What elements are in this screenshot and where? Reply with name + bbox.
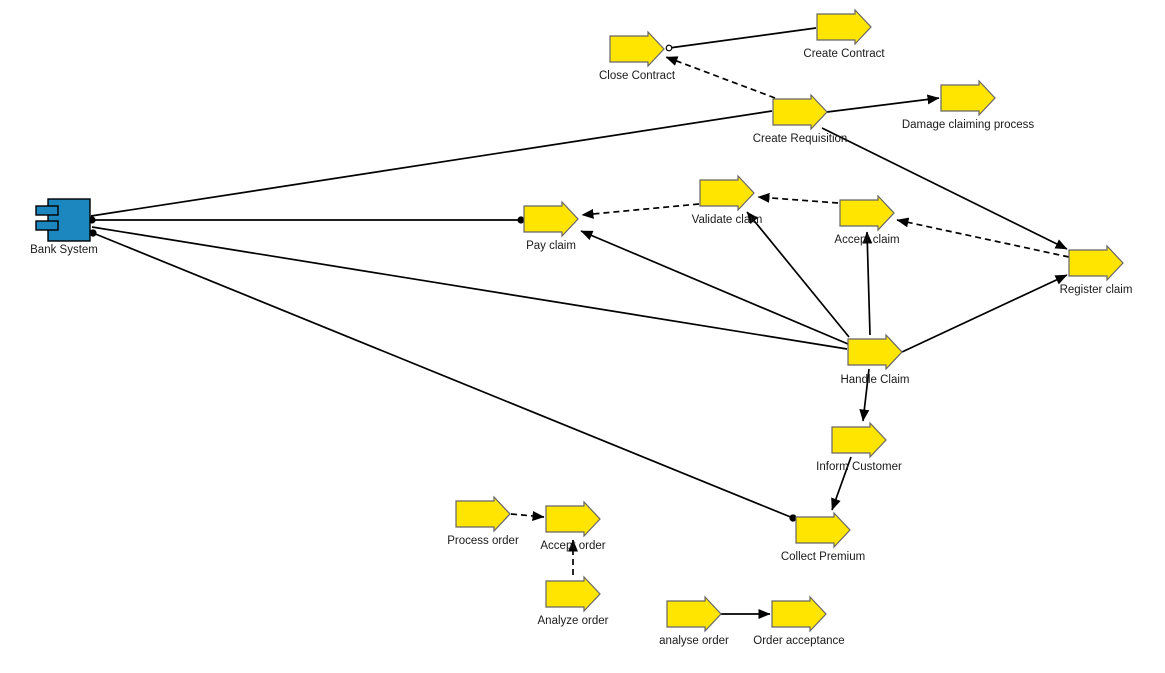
node-label-handle-claim: Handle Claim [840,374,909,386]
process-arrow-shape[interactable] [545,575,601,613]
edge-handle-claim-to-inform-customer[interactable] [859,368,870,422]
node-label-validate-claim: Validate claim [692,214,763,226]
component-tab-bottom [35,220,59,231]
edge-handle-claim-to-accept-claim[interactable] [862,231,873,336]
process-node-order-acceptance[interactable]: Order acceptance [753,595,845,647]
node-label-inform-customer: Inform Customer [816,461,902,473]
node-label-create-contract: Create Contract [803,48,885,60]
node-label-damage-claiming-process: Damage claiming process [902,119,1035,131]
edge-create-requisition-to-close-contract[interactable] [665,56,776,99]
process-arrow-shape[interactable] [523,200,579,238]
edge-create-requisition-to-register-claim[interactable] [821,127,1068,250]
node-label-accept-order: Accept order [540,540,605,552]
edge-inform-customer-to-collect-premium[interactable] [831,456,852,511]
process-arrow-shape[interactable] [545,500,601,538]
process-node-inform-customer[interactable]: Inform Customer [816,421,902,473]
node-label-order-acceptance: Order acceptance [753,635,844,647]
process-node-pay-claim[interactable]: Pay claim [523,200,579,252]
process-node-register-claim[interactable]: Register claim [1060,244,1133,296]
edge-handle-claim-to-register-claim[interactable] [901,274,1068,353]
node-label-create-requisition: Create Requisition [753,133,848,145]
node-layer: Bank System Create Contract Close Contra… [30,8,1133,647]
node-label-close-contract: Close Contract [599,70,676,82]
process-arrow-shape[interactable] [609,30,665,68]
process-arrow-shape[interactable] [839,194,895,232]
process-arrow-shape[interactable] [771,595,827,633]
node-label-bank-system: Bank System [30,244,98,256]
component-node-bank-system[interactable]: Bank System [30,198,98,256]
process-arrow-shape[interactable] [940,79,996,117]
process-node-accept-claim[interactable]: Accept claim [834,194,900,246]
node-label-process-order: Process order [447,535,519,547]
node-label-register-claim: Register claim [1060,284,1133,296]
process-arrow-shape[interactable] [847,333,903,371]
process-arrow-shape[interactable] [699,174,755,212]
process-arrow-shape[interactable] [1068,244,1124,282]
process-node-accept-order[interactable]: Accept order [540,500,606,552]
node-label-analyse-order: analyse order [659,635,729,647]
edge-create-requisition-to-damage-claiming-process[interactable] [826,94,940,113]
edge-bank-system-to-handle-claim[interactable] [91,226,848,350]
process-arrow-shape[interactable] [816,8,872,46]
process-node-damage-claiming-process[interactable]: Damage claiming process [902,79,1035,131]
edge-accept-claim-to-validate-claim[interactable] [757,192,839,204]
component-tab-top [35,205,59,216]
process-arrow-shape[interactable] [795,511,851,549]
node-label-pay-claim: Pay claim [526,240,576,252]
node-label-collect-premium: Collect Premium [781,551,865,563]
process-node-analyze-order[interactable]: Analyze order [538,575,609,627]
node-label-analyze-order: Analyze order [538,615,609,627]
process-arrow-shape[interactable] [831,421,887,459]
edge-bank-system-to-collect-premium[interactable] [89,229,797,522]
node-label-accept-claim: Accept claim [834,234,899,246]
process-arrow-shape[interactable] [666,595,722,633]
process-node-create-contract[interactable]: Create Contract [803,8,885,60]
process-arrow-shape[interactable] [455,495,511,533]
edge-validate-claim-to-pay-claim[interactable] [581,203,700,219]
process-node-validate-claim[interactable]: Validate claim [692,174,763,226]
process-node-close-contract[interactable]: Close Contract [599,30,676,82]
process-node-analyse-order[interactable]: analyse order [659,595,729,647]
process-node-handle-claim[interactable]: Handle Claim [840,333,910,386]
process-node-process-order[interactable]: Process order [447,495,519,547]
edge-create-contract-to-close-contract[interactable] [665,27,817,52]
process-node-collect-premium[interactable]: Collect Premium [781,511,865,563]
process-node-create-requisition[interactable]: Create Requisition [753,93,848,145]
edge-register-claim-to-accept-claim[interactable] [896,217,1070,258]
edge-layer [88,27,1070,619]
process-arrow-shape[interactable] [772,93,828,131]
edge-handle-claim-to-pay-claim[interactable] [580,230,849,345]
edge-process-order-to-accept-order[interactable] [510,510,545,521]
edge-handle-claim-to-validate-claim[interactable] [746,211,850,338]
edge-bank-system-to-create-requisition[interactable] [90,110,773,217]
